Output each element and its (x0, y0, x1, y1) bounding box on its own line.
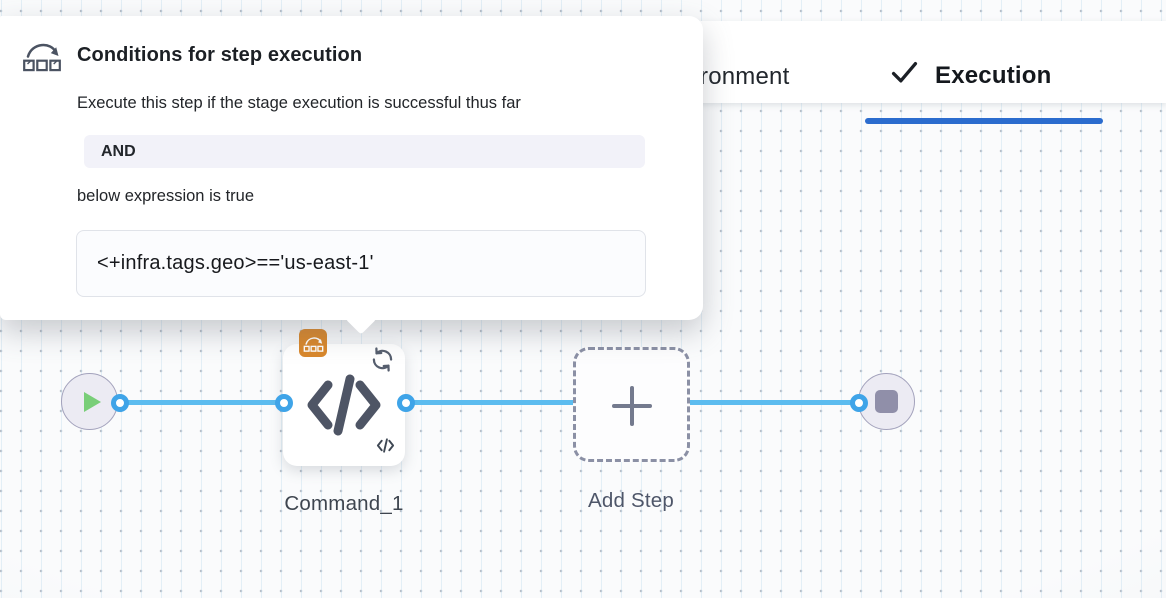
conditions-popover: Conditions for step execution Execute th… (0, 16, 703, 335)
popover-title: Conditions for step execution (77, 44, 363, 66)
edge-start-to-step (119, 400, 283, 405)
looping-strategy-icon[interactable] (368, 345, 397, 379)
pipeline-start-node[interactable] (61, 373, 118, 430)
code-badge-icon (376, 438, 395, 458)
tab-execution-label: Execution (935, 62, 1052, 89)
port-end-in[interactable] (850, 394, 868, 412)
stop-icon (875, 390, 898, 413)
conditional-execution-badge[interactable] (299, 329, 327, 357)
expression-value: <+infra.tags.geo>=='us-east-1' (76, 230, 646, 297)
expression-intro-label: below expression is true (77, 187, 255, 205)
edge-addstep-to-end (690, 400, 858, 405)
step-node-command-1[interactable] (283, 329, 405, 466)
check-icon (891, 61, 918, 91)
conditional-execution-icon (22, 37, 62, 79)
port-start-out[interactable] (111, 394, 129, 412)
add-step-node[interactable] (573, 347, 690, 462)
port-step-in[interactable] (275, 394, 293, 412)
operator-chip: AND (84, 135, 645, 168)
conditional-execution-icon-white (303, 336, 323, 352)
tab-execution[interactable]: Execution (891, 61, 1052, 91)
edge-step-to-addstep (405, 400, 573, 405)
plus-icon (630, 386, 634, 426)
port-step-out[interactable] (397, 394, 415, 412)
play-icon (83, 391, 101, 412)
popover-description: Execute this step if the stage execution… (77, 94, 521, 112)
tab-environment[interactable]: ronment (700, 63, 790, 90)
step-name-label[interactable]: Command_1 (284, 492, 404, 515)
add-step-label[interactable]: Add Step (588, 489, 674, 512)
command-step-code-icon (304, 374, 384, 441)
active-tab-underline (865, 118, 1103, 124)
